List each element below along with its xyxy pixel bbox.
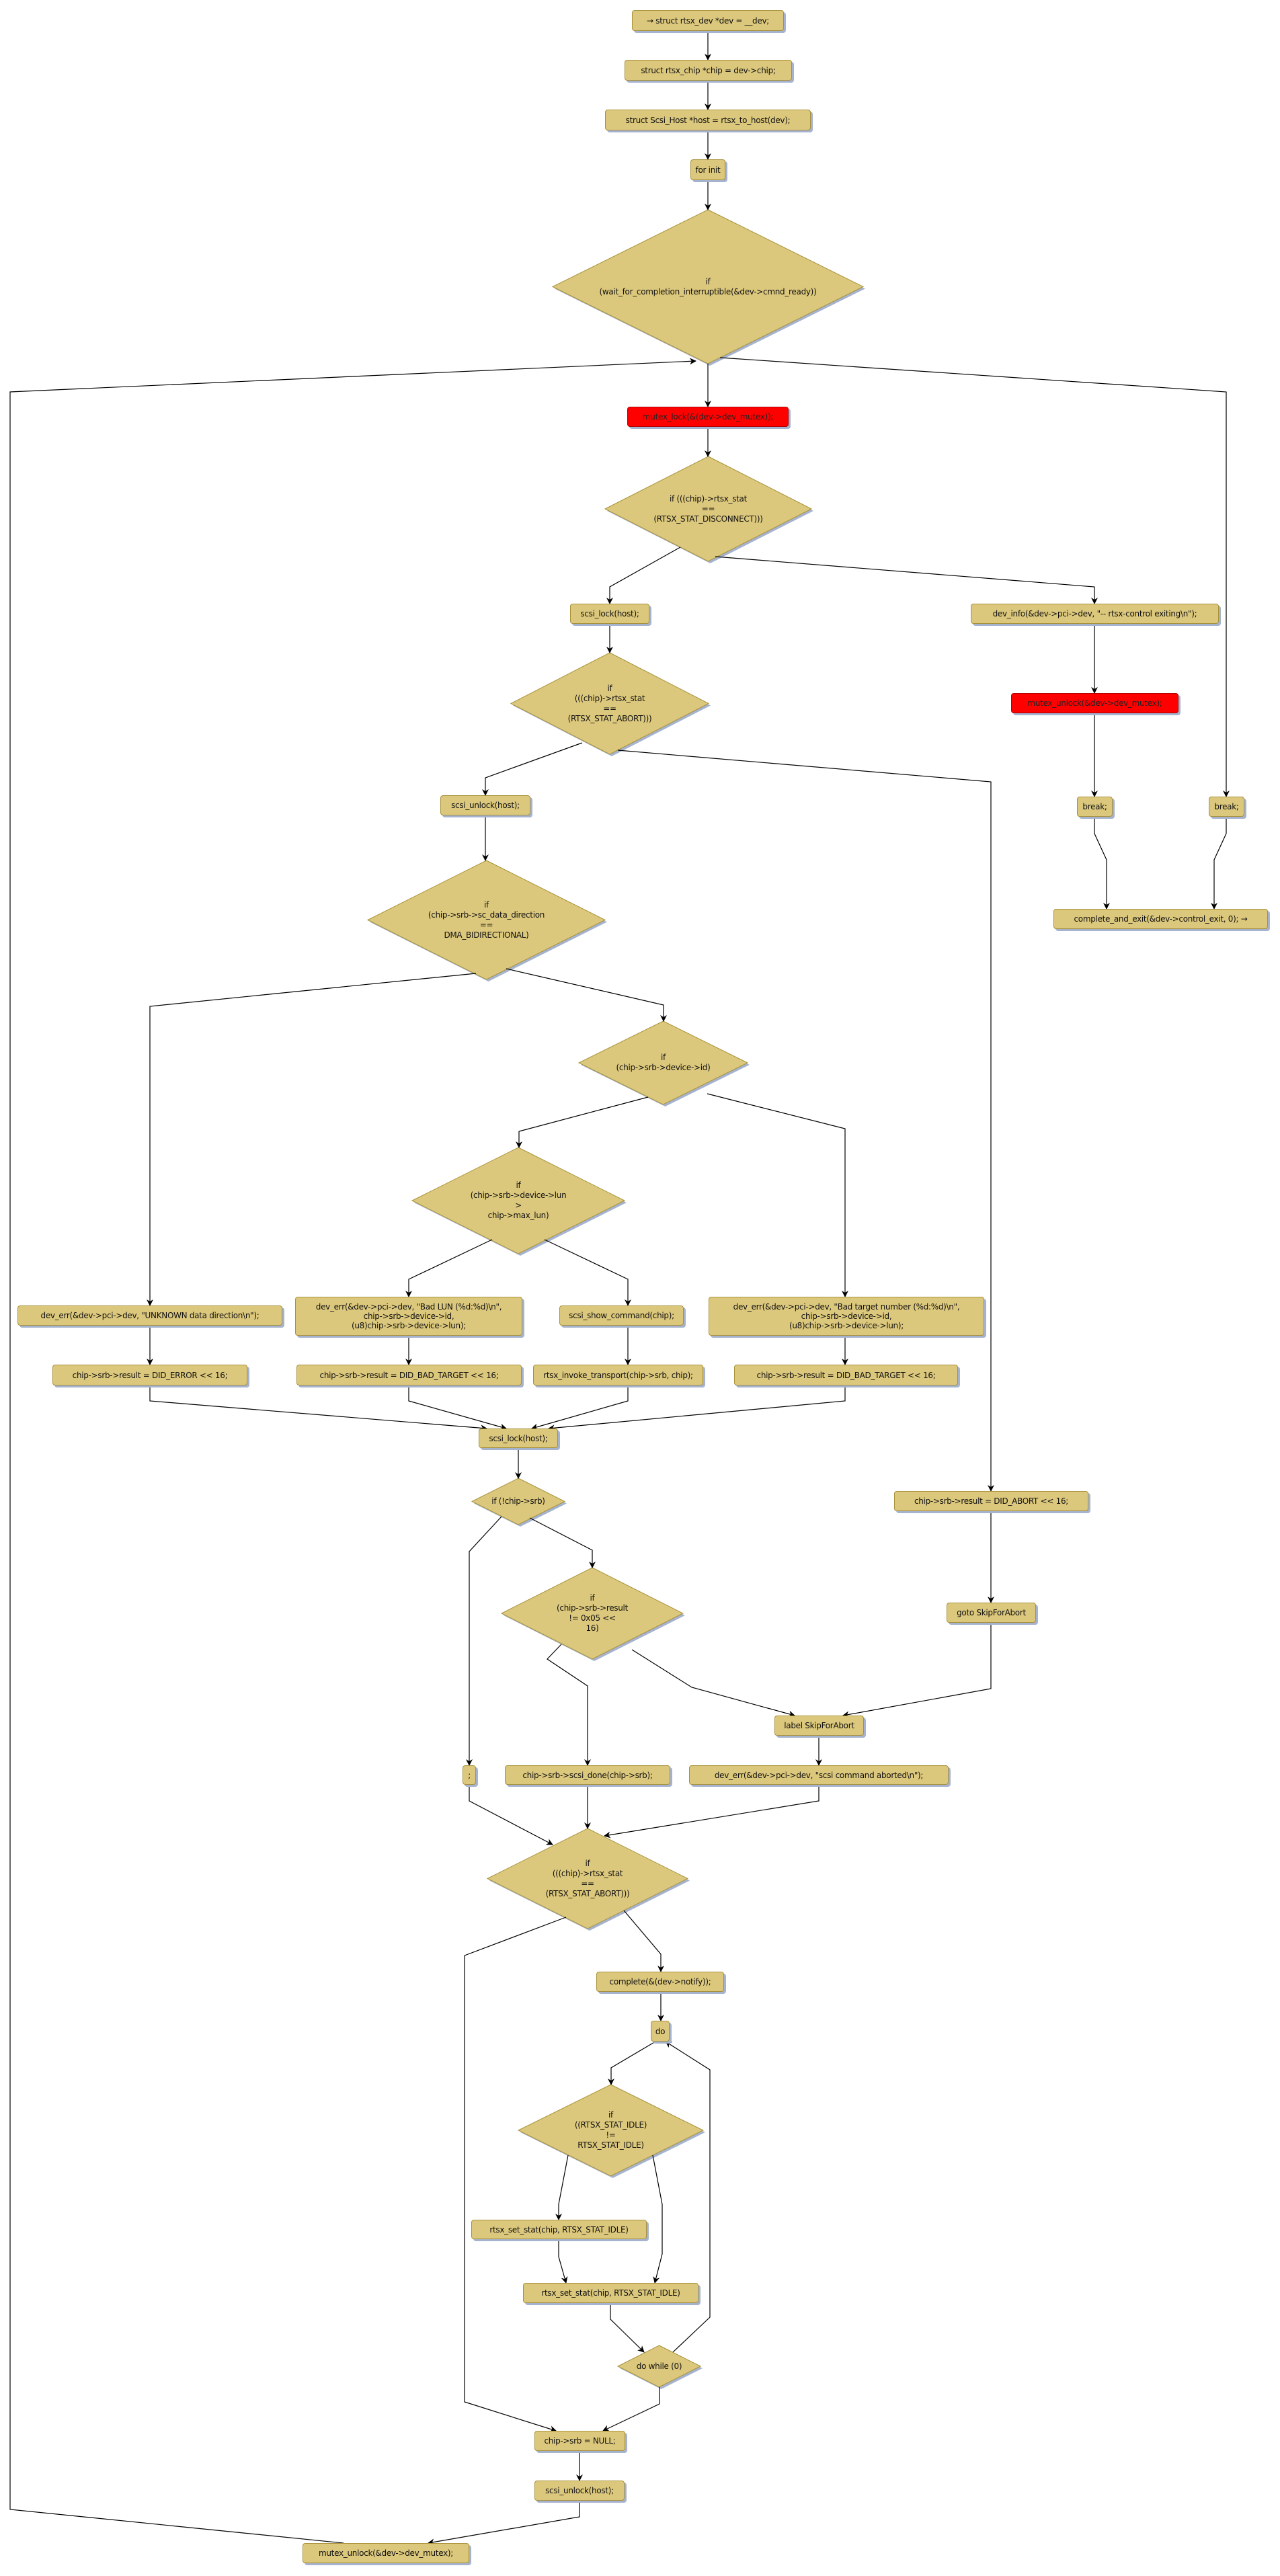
flow-arrow [147,973,477,1306]
flow-arrow [602,2387,660,2431]
flow-arrow [555,2155,569,2220]
node-n-complete-exit[interactable]: complete_and_exit(&dev->control_exit, 0)… [1053,909,1268,929]
node-n-invoke[interactable]: rtsx_invoke_transport(chip->srb, chip); [533,1365,703,1385]
flow-arrow [482,742,583,796]
flow-arrow [531,1385,629,1431]
node-n-break2[interactable]: break; [1209,797,1244,817]
flow-arrow [506,968,667,1022]
node-n-mutex-lock[interactable]: mutex_lock(&(dev->dev_mutex)); [627,407,789,427]
node-n-did-abort[interactable]: chip->srb->result = DID_ABORT << 16; [894,1491,1088,1511]
flow-arrow [842,1623,992,1718]
flow-arrow [529,1517,596,1568]
node-n-break1[interactable]: break; [1077,797,1113,817]
decision-d-abort1: if (((chip)->rtsx_stat == (RTSX_STAT_ABO… [567,683,652,723]
flow-arrow [665,2041,711,2353]
flow-arrow [516,1096,649,1148]
flow-arrow [469,1785,553,1845]
flow-arrow [715,556,1098,604]
flow-arrow [9,358,696,2544]
flow-arrow [606,547,681,604]
decision-d-nosrb-shape[interactable] [471,1478,566,1525]
flow-arrow [149,1385,487,1432]
flow-arrow [466,1516,502,1766]
flow-arrow [1094,817,1110,910]
decision-d-dowhile: do while (0) [636,2361,682,2371]
node-n-set-stat2[interactable]: rtsx_set_stat(chip, RTSX_STAT_IDLE) [523,2283,698,2303]
flow-arrow [623,1910,664,1972]
flow-arrow [558,2239,568,2284]
node-n-scsi-unlock2[interactable]: scsi_unlock(host); [534,2481,625,2501]
decision-d-devid-shape[interactable] [577,1020,749,1105]
decision-d-nosrb: if (!chip->srb) [491,1496,545,1506]
node-n-err-target[interactable]: dev_err(&dev->pci->dev, "Bad target numb… [709,1297,984,1336]
decision-d-disconnect-shape[interactable] [604,456,813,562]
decision-d-bidir-shape[interactable] [366,860,606,980]
node-n-forinit[interactable]: for init [690,159,725,180]
node-n-dev-info[interactable]: dev_info(&dev->pci->dev, "-- rtsx-contro… [971,604,1219,624]
node-n-srb-null[interactable]: chip->srb = NULL; [534,2431,625,2451]
node-n-did-bad2[interactable]: chip->srb->result = DID_BAD_TARGET << 16… [734,1365,958,1385]
decision-d-idle: if ((RTSX_STAT_IDLE) != RTSX_STAT_IDLE) [574,2110,647,2150]
decision-d-result-shape[interactable] [500,1567,684,1660]
flow-arrow [544,1239,631,1306]
decision-d-result: if (chip->srb->result != 0x05 << 16) [557,1593,628,1633]
flow-arrow [408,1385,507,1431]
node-n-complete-notify[interactable]: complete(&(dev->notify)); [596,1972,724,1992]
node-n-chip[interactable]: struct rtsx_chip *chip = dev->chip; [625,60,792,81]
flow-arrow [547,1644,591,1766]
node-n-mutex-unlock1[interactable]: mutex_unlock(&dev->dev_mutex); [1011,693,1178,713]
node-n-mutex-unlock2[interactable]: mutex_unlock(&dev->dev_mutex); [303,2543,469,2563]
decision-d-abort2: if (((chip)->rtsx_stat == (RTSX_STAT_ABO… [545,1858,630,1898]
node-n-dev[interactable]: → struct rtsx_dev *dev = __dev; [632,10,784,31]
node-n-err-unknown[interactable]: dev_err(&dev->pci->dev, "UNKNOWN data di… [17,1305,282,1326]
node-n-did-bad1[interactable]: chip->srb->result = DID_BAD_TARGET << 16… [296,1365,522,1385]
decision-d-abort1-shape[interactable] [510,652,710,755]
flow-arrow [464,1917,567,2433]
node-n-semicolon[interactable]: ; [463,1765,476,1785]
decision-d-wait: if (wait_for_completion_interruptible(&d… [599,276,817,296]
flow-arrow [604,1785,819,1839]
flow-arrow [617,750,994,1492]
node-n-scsi-done[interactable]: chip->srb->scsi_done(chip->srb); [505,1765,670,1785]
node-n-do[interactable]: do [651,2021,670,2042]
node-n-scsi-lock1[interactable]: scsi_lock(host); [570,604,649,624]
node-n-err-lun[interactable]: dev_err(&dev->pci->dev, "Bad LUN (%d:%d)… [295,1297,522,1336]
decision-d-bidir: if (chip->srb->sc_data_direction == DMA_… [428,899,545,940]
node-n-label[interactable]: label SkipForAbort [774,1716,864,1736]
flow-arrow [428,2501,580,2546]
decision-d-idle-shape[interactable] [517,2084,705,2177]
flow-arrow [608,2041,656,2085]
node-n-show-cmd[interactable]: scsi_show_command(chip); [559,1305,684,1326]
decision-d-devid: if (chip->srb->device->id) [616,1053,711,1072]
node-n-did-error[interactable]: chip->srb->result = DID_ERROR << 16; [52,1365,247,1385]
flow-arrow [1211,817,1227,910]
flow-arrow [548,1385,846,1432]
node-n-scsi-lock2[interactable]: scsi_lock(host); [479,1428,558,1448]
node-n-goto[interactable]: goto SkipForAbort [947,1603,1036,1623]
node-n-scsi-unlock1[interactable]: scsi_unlock(host); [440,795,530,815]
decision-d-lun: if (chip->srb->device->lun > chip->max_l… [470,1180,567,1220]
flow-arrow [719,357,1230,797]
flow-arrow [707,1093,848,1297]
decision-d-abort2-shape[interactable] [486,1828,689,1929]
flow-arrow [652,2155,663,2284]
node-n-err-aborted[interactable]: dev_err(&dev->pci->dev, "scsi command ab… [689,1765,949,1785]
node-n-set-stat1[interactable]: rtsx_set_stat(chip, RTSX_STAT_IDLE) [471,2220,647,2239]
flow-arrow [631,1649,795,1718]
decision-d-lun-shape[interactable] [411,1147,626,1254]
decision-d-disconnect: if (((chip)->rtsx_stat == (RTSX_STAT_DIS… [653,493,763,524]
flow-arrow [610,2303,645,2353]
flow-arrow [405,1239,493,1297]
node-n-host[interactable]: struct Scsi_Host *host = rtsx_to_host(de… [605,110,811,130]
